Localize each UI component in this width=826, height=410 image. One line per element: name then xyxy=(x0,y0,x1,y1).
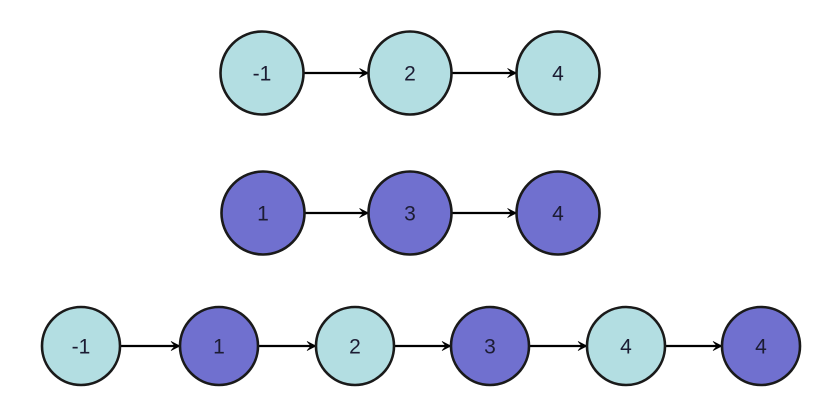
list-node[interactable]: 3 xyxy=(449,305,531,387)
node-value-label: 4 xyxy=(552,203,564,226)
edge-arrow-head xyxy=(359,208,370,218)
edge-arrow-head xyxy=(306,341,317,351)
edge-arrow-head xyxy=(507,68,518,78)
node-value-label: 3 xyxy=(484,336,496,359)
node-value-label: 3 xyxy=(404,203,416,226)
list-node[interactable]: 2 xyxy=(314,305,396,387)
node-circle[interactable] xyxy=(314,305,396,387)
list-node[interactable]: 1 xyxy=(220,170,306,256)
node-circle[interactable] xyxy=(515,170,601,256)
list-node[interactable]: 2 xyxy=(367,30,453,116)
node-circle[interactable] xyxy=(720,305,802,387)
node-value-label: -1 xyxy=(72,336,91,359)
node-circle[interactable] xyxy=(449,305,531,387)
node-value-label: 2 xyxy=(349,336,361,359)
node-value-label: 1 xyxy=(257,203,269,226)
edges-layer xyxy=(120,68,723,351)
edge-arrow-head xyxy=(441,341,452,351)
edge-arrow-head xyxy=(359,68,370,78)
list-node[interactable]: 4 xyxy=(720,305,802,387)
edge-arrow-head xyxy=(170,341,181,351)
node-circle[interactable] xyxy=(367,30,453,116)
node-circle[interactable] xyxy=(585,305,667,387)
node-value-label: 2 xyxy=(404,63,416,86)
node-circle[interactable] xyxy=(220,170,306,256)
node-value-label: 4 xyxy=(620,336,632,359)
list-node[interactable]: 1 xyxy=(178,305,260,387)
node-circle[interactable] xyxy=(367,170,453,256)
list-node[interactable]: 4 xyxy=(515,30,601,116)
node-value-label: -1 xyxy=(253,63,272,86)
node-value-label: 4 xyxy=(755,336,767,359)
nodes-layer: -1 2 4 1 3 4 -1 1 2 3 4 4 xyxy=(40,30,802,387)
node-value-label: 1 xyxy=(213,336,225,359)
list-node[interactable]: 4 xyxy=(585,305,667,387)
list-node[interactable]: -1 xyxy=(219,30,305,116)
list-node[interactable]: 4 xyxy=(515,170,601,256)
node-circle[interactable] xyxy=(40,305,122,387)
list-node[interactable]: -1 xyxy=(40,305,122,387)
edge-arrow-head xyxy=(577,341,588,351)
node-value-label: 4 xyxy=(552,63,564,86)
node-circle[interactable] xyxy=(219,30,305,116)
edge-arrow-head xyxy=(712,341,723,351)
node-circle[interactable] xyxy=(178,305,260,387)
edge-arrow-head xyxy=(507,208,518,218)
list-node[interactable]: 3 xyxy=(367,170,453,256)
node-circle[interactable] xyxy=(515,30,601,116)
